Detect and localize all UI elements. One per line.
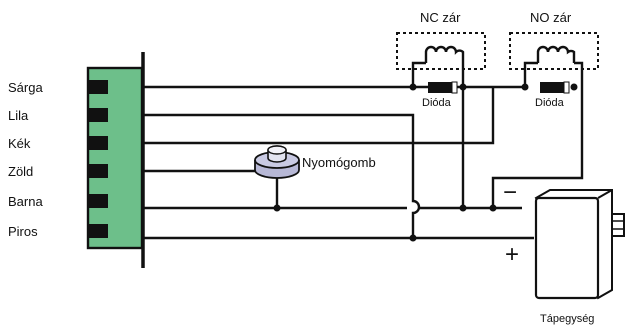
no-lock-label: NO zár (530, 10, 572, 25)
wire-label-piros: Piros (8, 224, 38, 239)
push-button-label: Nyomógomb (302, 155, 376, 170)
no-diode-icon (540, 82, 564, 93)
terminal-block-body (86, 66, 144, 250)
no-lock: NO zár Dióda (509, 10, 599, 109)
wire-lila (143, 113, 421, 238)
junction-dot (459, 83, 467, 91)
junction-dot (489, 204, 497, 212)
junction-dot (521, 83, 529, 91)
power-plus-label: + (505, 241, 519, 268)
nc-diode-label: Dióda (422, 97, 452, 109)
nc-diode-band (451, 81, 458, 94)
wire-label-barna: Barna (8, 194, 43, 209)
power-supply-edge (597, 189, 613, 199)
power-minus-label: − (503, 179, 517, 206)
wires (143, 61, 584, 240)
push-button-cap-top (267, 145, 287, 155)
wire-no-right-down (491, 61, 584, 208)
terminal-pin-4 (88, 164, 108, 178)
wire-no-left-up (523, 61, 538, 87)
power-supply: − + Tápegység (503, 179, 625, 325)
junction-dot (409, 234, 417, 242)
nc-lock: NC zár Dióda (396, 10, 486, 109)
no-lock-outline (509, 32, 599, 70)
push-button: Nyomógomb (254, 145, 376, 179)
power-supply-body-icon (534, 196, 600, 300)
junction-dot (273, 204, 281, 212)
wire-label-zold: Zöld (8, 164, 33, 179)
junction-dot (459, 204, 467, 212)
terminal-pin-6 (88, 224, 108, 238)
nc-coil-icon (424, 45, 465, 63)
terminal-pin-1 (88, 80, 108, 94)
wire-label-kek: Kék (8, 136, 31, 151)
nc-lock-outline (396, 32, 486, 70)
nc-lock-label: NC zár (420, 10, 461, 25)
terminal-pin-5 (88, 194, 108, 208)
terminal-block (86, 52, 145, 268)
terminal-pin-3 (88, 136, 108, 150)
terminal-pin-2 (88, 108, 108, 122)
wire-label-lila: Lila (8, 108, 29, 123)
wire-kek (143, 87, 495, 145)
no-diode-label: Dióda (535, 97, 565, 109)
power-plug-icon (611, 213, 625, 237)
wire-label-sarga: Sárga (8, 80, 43, 95)
no-coil-icon (536, 45, 576, 63)
junction-dot (409, 83, 417, 91)
wire-nc-left-up (411, 61, 426, 87)
nc-diode-icon (428, 82, 452, 93)
power-supply-label: Tápegység (540, 313, 594, 325)
junction-dot (570, 83, 578, 91)
junction-dots (273, 83, 578, 242)
no-diode-band (563, 81, 570, 94)
